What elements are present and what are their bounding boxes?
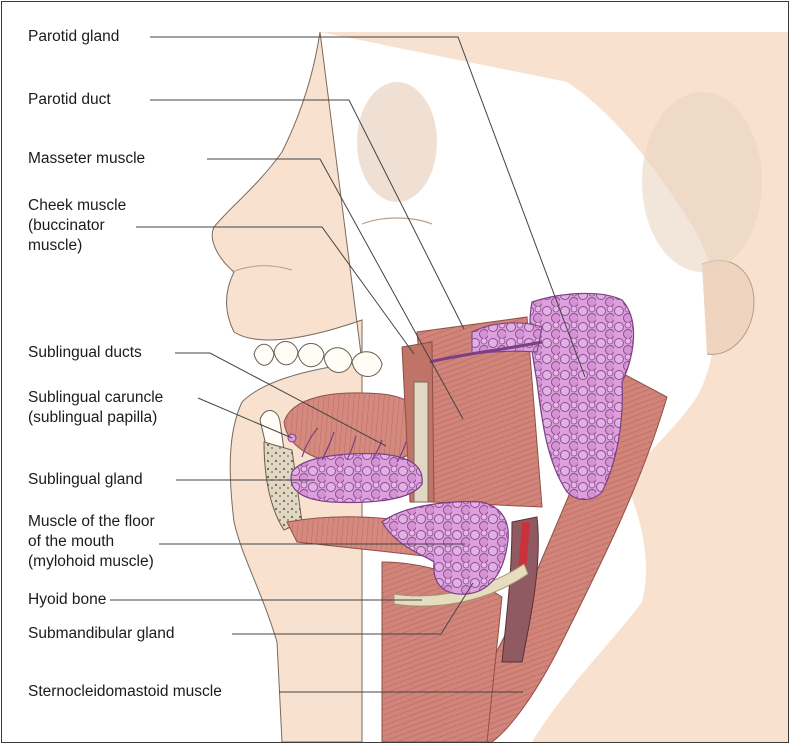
label-masseter-muscle: Masseter muscle — [28, 149, 149, 169]
label-submandibular-gland: Submandibular gland — [28, 624, 179, 644]
label-parotid-gland: Parotid gland — [28, 27, 123, 47]
label-hyoid-bone: Hyoid bone — [28, 590, 110, 610]
label-sublingual-caruncle: Sublingual caruncle (sublingual papilla) — [28, 388, 167, 428]
label-parotid-duct: Parotid duct — [28, 90, 115, 110]
label-sternocleidomastoid-muscle: Sternocleidomastoid muscle — [28, 682, 226, 702]
sublingual-gland — [291, 454, 422, 503]
label-sublingual-ducts: Sublingual ducts — [28, 343, 146, 363]
label-mylohoid-muscle: Muscle of the floor of the mouth (myloho… — [28, 512, 159, 572]
label-sublingual-gland: Sublingual gland — [28, 470, 147, 490]
label-cheek-muscle: Cheek muscle (buccinator muscle) — [28, 196, 130, 256]
